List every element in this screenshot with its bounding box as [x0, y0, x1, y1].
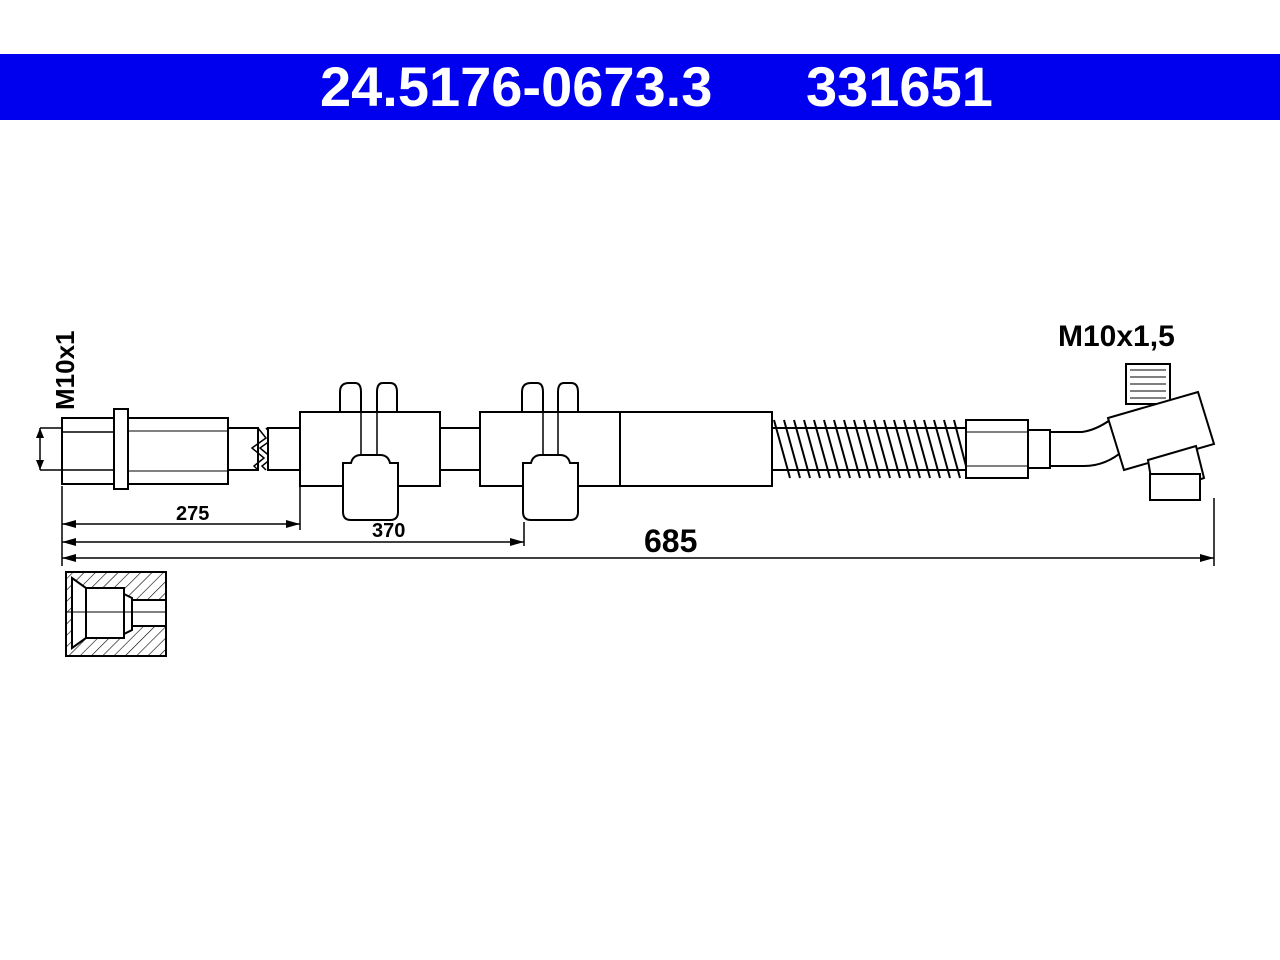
- part-number: 24.5176-0673.3: [320, 55, 713, 118]
- section-detail: [65, 571, 167, 657]
- dimension-275: 275: [176, 503, 209, 525]
- dimension-arrows: [62, 520, 1214, 562]
- title-bar: 24.5176-0673.3 331651: [0, 54, 1280, 120]
- hose-body: [267, 411, 1029, 487]
- reference-number: 331651: [806, 55, 993, 118]
- right-thread-label: M10x1,5: [1058, 320, 1175, 353]
- left-fitting: [61, 408, 259, 490]
- hose-clip-1: [339, 382, 399, 521]
- hose-clip-2: [521, 382, 579, 521]
- dimension-685: 685: [644, 523, 697, 559]
- left-thread-label: M10x1: [50, 331, 80, 411]
- left-thread-dimension: [36, 427, 62, 471]
- right-fitting: [1027, 363, 1216, 501]
- spring-guard: [771, 419, 967, 479]
- dimension-370: 370: [372, 520, 405, 542]
- dimension-lines: [61, 486, 1215, 566]
